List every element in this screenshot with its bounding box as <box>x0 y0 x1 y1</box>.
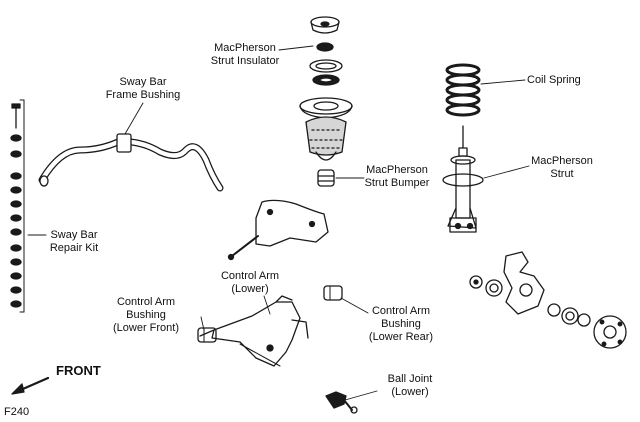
label-line: (Lower) <box>391 386 429 398</box>
sway-bar <box>38 133 224 192</box>
coil-spring-part <box>445 63 481 117</box>
control-arm-bushing-lower-rear-part <box>323 285 343 301</box>
lower-control-arm <box>199 295 309 367</box>
label-coil-spring: Coil Spring <box>527 74 581 87</box>
macpherson-strut-part <box>442 125 484 233</box>
label-macpherson-strut-bumper: MacPherson Strut Bumper <box>365 164 430 190</box>
label-line: Sway Bar <box>119 76 167 88</box>
ball-joint-part <box>325 391 358 414</box>
label-line: Frame Bushing <box>105 89 181 101</box>
strut-bumper <box>305 116 347 187</box>
sway-bar-frame-bushing <box>116 133 132 153</box>
front-arrow-icon <box>11 376 50 395</box>
label-line: Coil Spring <box>527 74 581 86</box>
kit-bolt <box>11 103 21 129</box>
front-direction-label: FRONT <box>56 363 101 378</box>
strut-mount-stack <box>299 16 353 119</box>
label-line: Strut Bumper <box>364 177 430 189</box>
label-macpherson-strut: MacPherson Strut <box>531 155 593 181</box>
label-sway-bar-frame-bushing: Sway Bar Frame Bushing <box>106 76 181 102</box>
leader-lines <box>27 45 530 401</box>
label-control-arm-bushing-lower-front: Control Arm Bushing (Lower Front) <box>113 296 179 335</box>
label-line: MacPherson <box>214 42 276 54</box>
label-line: MacPherson <box>531 155 593 167</box>
label-sway-bar-repair-kit: Sway Bar Repair Kit <box>50 229 98 255</box>
label-line: (Lower Rear) <box>368 331 434 343</box>
label-line: (Lower) <box>231 283 269 295</box>
knuckle-hub-assembly <box>469 251 627 349</box>
kit-bushings <box>10 134 22 308</box>
label-line: Sway Bar <box>50 229 98 241</box>
label-macpherson-strut-insulator: MacPherson Strut Insulator <box>211 42 279 68</box>
label-line: Bushing <box>126 309 166 321</box>
label-line: Ball Joint <box>387 373 433 385</box>
label-line: Strut Insulator <box>210 55 280 67</box>
strut-bracket <box>227 199 329 261</box>
label-line: Control Arm <box>116 296 176 308</box>
label-line: Repair Kit <box>49 242 99 254</box>
label-line: (Lower Front) <box>112 322 180 334</box>
label-control-arm-lower: Control Arm (Lower) <box>221 270 279 296</box>
label-line: Control Arm <box>371 305 431 317</box>
label-line: Strut <box>550 168 574 180</box>
sway-bar-repair-kit-parts <box>10 99 25 313</box>
label-ball-joint-lower: Ball Joint (Lower) <box>388 373 433 399</box>
figure-id: F240 <box>4 406 30 418</box>
label-control-arm-bushing-lower-rear: Control Arm Bushing (Lower Rear) <box>369 305 433 344</box>
label-line: Bushing <box>381 318 421 330</box>
label-line: MacPherson <box>366 164 428 176</box>
label-line: Control Arm <box>220 270 280 282</box>
